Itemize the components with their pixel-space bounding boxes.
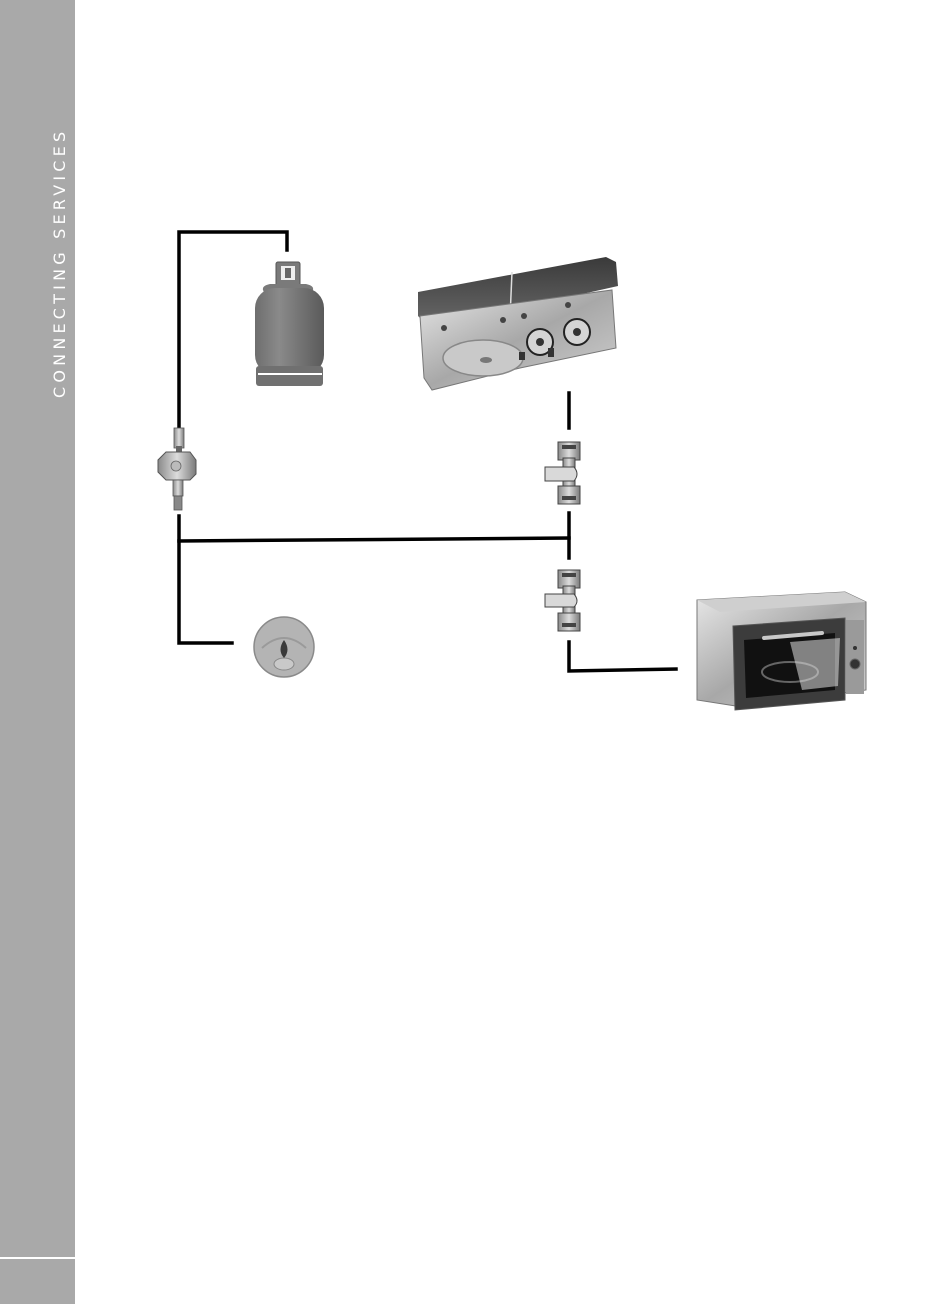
sink-hob-icon bbox=[418, 257, 618, 390]
pipe-oven-feed bbox=[569, 642, 676, 671]
valve-upper-icon bbox=[545, 442, 580, 504]
valve-lower-icon bbox=[545, 570, 580, 631]
pipe-regulator-down bbox=[179, 516, 232, 643]
pipe-main-manifold bbox=[179, 538, 569, 541]
oven-icon bbox=[697, 592, 866, 710]
regulator-icon bbox=[158, 428, 196, 510]
gas-cylinder-icon bbox=[255, 262, 324, 386]
gas-vent-icon bbox=[254, 617, 314, 677]
